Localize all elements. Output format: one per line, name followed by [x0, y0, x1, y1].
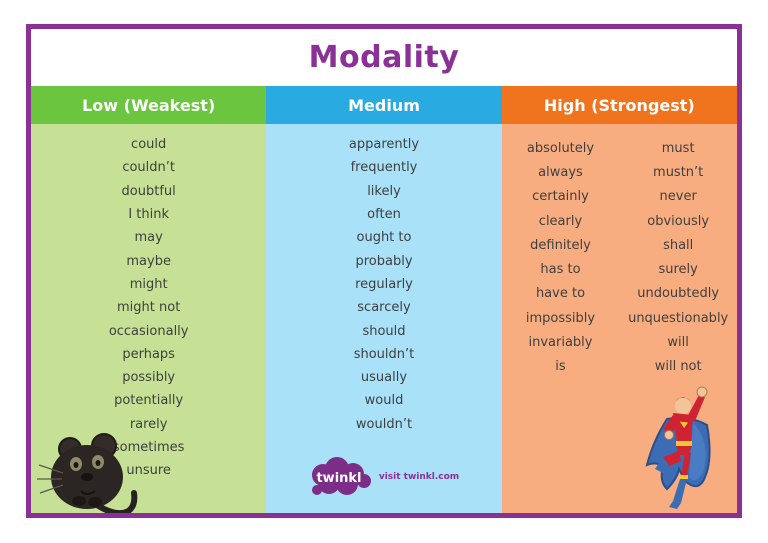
twinkl-tagline: visit twinkl.com — [378, 472, 460, 482]
word: maybe — [126, 253, 171, 269]
poster-frame: Modality Low (Weakest) could couldn’t doub… — [26, 24, 742, 518]
title-row: Modality — [31, 29, 737, 86]
word: scarcely — [357, 300, 411, 316]
column-low: Low (Weakest) could couldn’t doubtful I thi… — [31, 86, 267, 513]
column-header-high: High (Strongest) — [501, 86, 737, 124]
svg-text:twinkl: twinkl — [316, 471, 361, 486]
word: potentially — [114, 393, 184, 409]
word: usually — [360, 370, 408, 386]
columns-container: Low (Weakest) could couldn’t doubtful I thi… — [31, 86, 737, 513]
column-label-low: Low (Weakest) — [82, 95, 216, 115]
word-list-medium: apparently frequently likely often ought to p… — [266, 124, 501, 436]
word: might — [129, 276, 168, 292]
word: possibly — [122, 370, 176, 386]
word: occasionally — [108, 323, 189, 339]
column-medium: Medium apparently frequently likely often ou… — [266, 86, 502, 513]
twinkl-logo-icon: twinkl — [311, 457, 371, 495]
column-header-low: Low (Weakest) — [31, 86, 267, 124]
word: surely — [658, 262, 698, 278]
word: shouldn’t — [353, 346, 415, 362]
word: ought to — [356, 230, 412, 246]
word-list-high-2: must mustn’t never obviously shall surely undo… — [619, 136, 737, 379]
word: will not — [654, 359, 702, 375]
word: must — [661, 140, 695, 156]
column-body-high: absolutely always certainly clearly definite… — [501, 124, 737, 513]
column-high: High (Strongest) absolutely always certain… — [501, 86, 737, 513]
word: is — [555, 359, 566, 375]
word: rarely — [129, 416, 168, 432]
word: apparently — [348, 137, 420, 153]
word: certainly — [532, 189, 589, 205]
brand-footer: twinkl visit twinkl.com — [266, 457, 501, 497]
column-body-low: could couldn’t doubtful I think may maybe migh… — [31, 124, 267, 513]
word: definitely — [530, 237, 591, 253]
word: shall — [663, 237, 694, 253]
word: probably — [355, 253, 413, 269]
word: mustn’t — [653, 164, 704, 180]
column-body-medium: apparently frequently likely often ought to p… — [266, 124, 502, 513]
word: often — [367, 207, 401, 223]
word: could — [131, 137, 167, 153]
word: unquestionably — [628, 310, 729, 326]
word: impossibly — [525, 310, 596, 326]
word: invariably — [528, 335, 593, 351]
page-title: Modality — [308, 40, 460, 75]
word: always — [538, 164, 583, 180]
word: absolutely — [526, 140, 595, 156]
word: might not — [117, 300, 181, 316]
word: doubtful — [121, 183, 176, 199]
word-list-high-1: absolutely always certainly clearly definite… — [502, 136, 620, 379]
word: would — [364, 393, 404, 409]
word: likely — [367, 183, 401, 199]
word: sometimes — [112, 440, 185, 455]
word: unsure — [126, 463, 171, 479]
word: regularly — [355, 276, 413, 292]
word-grid-high: absolutely always certainly clearly definite… — [502, 124, 737, 379]
word: have to — [535, 286, 586, 302]
word: obviously — [647, 213, 710, 229]
word: clearly — [538, 213, 583, 229]
word: will — [667, 335, 689, 351]
mouse-image — [37, 433, 138, 513]
word: never — [659, 189, 697, 205]
word: I think — [128, 207, 169, 223]
word: frequently — [350, 160, 418, 176]
word-list-low: could couldn’t doubtful I think may maybe migh… — [31, 124, 266, 482]
word: has to — [540, 262, 581, 278]
column-label-high: High (Strongest) — [543, 95, 695, 115]
word: may — [134, 230, 163, 246]
word: wouldn’t — [355, 416, 413, 432]
superhero-image — [645, 386, 711, 509]
word: couldn’t — [122, 160, 175, 176]
word: undoubtedly — [637, 286, 720, 302]
column-header-medium: Medium — [266, 86, 502, 124]
column-label-medium: Medium — [348, 95, 420, 115]
word: perhaps — [122, 346, 175, 362]
word: should — [362, 323, 406, 339]
